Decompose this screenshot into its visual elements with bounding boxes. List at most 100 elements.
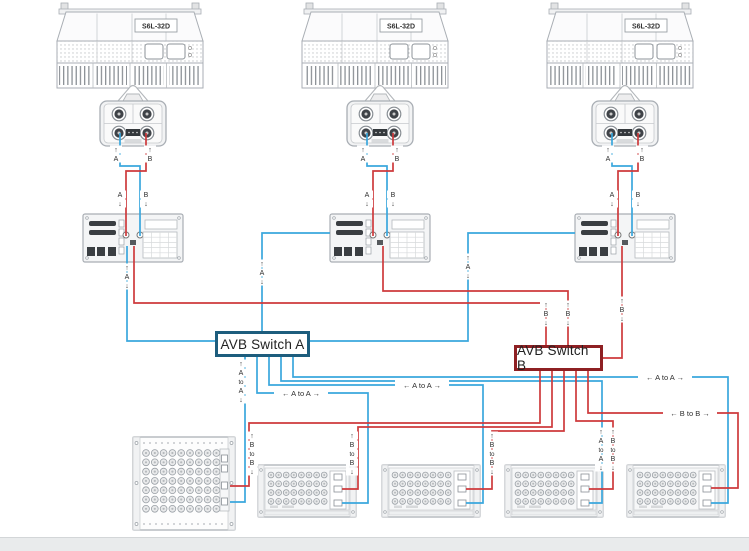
cable-label: ↓ (566, 320, 570, 327)
cable-label: ↑ (544, 302, 548, 309)
cable-label: B (490, 460, 495, 467)
cable-label: A (260, 270, 265, 277)
network-b-cable (587, 371, 739, 489)
cable-label: B (350, 442, 355, 449)
network-a-cable (256, 357, 369, 504)
cable-label: B (490, 442, 495, 449)
cable-label: A (114, 156, 119, 163)
cable-label: B (395, 156, 400, 163)
rack-port (221, 454, 228, 463)
cable-label: ↓ (620, 316, 624, 323)
cable-label: ↑ (148, 147, 152, 154)
console-screen (634, 43, 654, 60)
cable-label: ↑ (114, 147, 118, 154)
cable-label: ↓ (260, 279, 264, 286)
engine-3 (574, 213, 676, 263)
cable-label: ↓ (610, 201, 614, 208)
cable-label: ← A to A → (282, 389, 320, 398)
console-screen (389, 43, 409, 60)
cable-label: B (350, 460, 355, 467)
cable-label: ↑ (361, 147, 365, 154)
stage-port-a (457, 499, 467, 507)
stage-port-b (333, 485, 343, 493)
stage-box-2 (381, 464, 481, 518)
rack-port (221, 497, 228, 506)
cable-label: ↑ (566, 302, 570, 309)
cable-label: B (250, 442, 255, 449)
network-a-cable (268, 357, 484, 504)
fader-bank (377, 66, 409, 85)
cable-label: A (610, 192, 615, 199)
cable-label: ← A to A → (646, 373, 684, 382)
console-model-label (624, 18, 668, 33)
network-a-cable (310, 232, 575, 342)
console-model-label (379, 18, 423, 33)
cable-label: B (611, 456, 616, 463)
console-screen (144, 43, 164, 60)
avb-switch-a: AVB Switch A (215, 331, 310, 357)
console-screen (656, 43, 676, 60)
cable-label: ↓ (125, 283, 129, 290)
fader-bank (622, 66, 654, 85)
cable-label: A (125, 274, 130, 281)
cable-label: ↓ (636, 201, 640, 208)
cable-label: ↑ (611, 429, 615, 436)
fader-bank (340, 66, 372, 85)
stage-rack-large (132, 436, 236, 531)
cable-label: A (118, 192, 123, 199)
cable-label: B (148, 156, 153, 163)
fader-bank (659, 66, 691, 85)
engine-2 (329, 213, 431, 263)
cable-label: ↑ (490, 433, 494, 440)
stage-port-a (580, 499, 590, 507)
cable-label: ↑ (640, 147, 644, 154)
cable-label: ↑ (239, 361, 243, 368)
engine-1 (82, 213, 184, 263)
io-panel-3 (591, 84, 659, 147)
cable-label: to (349, 452, 355, 458)
cable-label: B (144, 192, 149, 199)
cable-label: A (599, 456, 604, 463)
cable-label: ↓ (466, 273, 470, 280)
network-b-cable (575, 371, 614, 490)
network-a-cable (280, 357, 603, 504)
cable-label: ← B to B → (670, 409, 710, 418)
network-a-cable (292, 357, 729, 504)
cable-label: B (640, 156, 645, 163)
cable-label: ↑ (620, 298, 624, 305)
avb-switch-b: AVB Switch B (514, 343, 603, 373)
cable-label: A (606, 156, 611, 163)
fader-bank (132, 66, 164, 85)
cable-label: to (249, 452, 255, 458)
rack-port (221, 481, 228, 490)
cable-label: ↓ (544, 320, 548, 327)
stage-port-a (702, 499, 712, 507)
stage-box-1 (257, 464, 357, 518)
console-screen (411, 43, 431, 60)
fader-bank (585, 66, 617, 85)
io-panel-1 (99, 84, 167, 147)
fader-bank (59, 66, 91, 85)
cable-label: ↓ (350, 469, 354, 476)
cable-label: A (466, 264, 471, 271)
cable-label: A (239, 370, 244, 377)
cable-label: ↑ (260, 261, 264, 268)
cable-label: B (620, 307, 625, 314)
console-model-text: S6L-32D (387, 24, 415, 31)
cable-label: ↓ (391, 201, 395, 208)
cable-label: B (250, 460, 255, 467)
console-3: S6L-32D (546, 2, 694, 89)
fader-bank (95, 66, 127, 85)
cable-label: ↓ (250, 469, 254, 476)
network-a-cable (230, 357, 246, 503)
stage-port-b (702, 485, 712, 493)
cable-label: A (239, 388, 244, 395)
fader-bank (304, 66, 336, 85)
cable-label: B (544, 311, 549, 318)
network-b-cable (230, 371, 541, 487)
stage-box-4 (626, 464, 726, 518)
cable-label: ↑ (606, 147, 610, 154)
cable-label: ↑ (466, 255, 470, 262)
